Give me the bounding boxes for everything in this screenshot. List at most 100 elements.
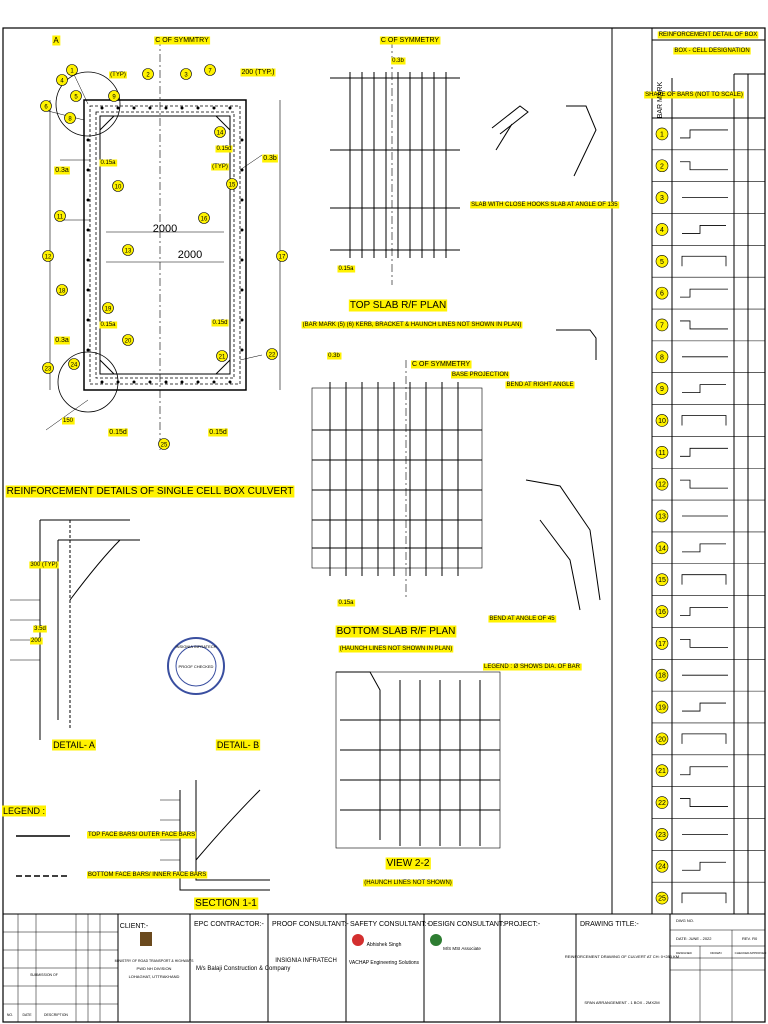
detail-a-dim-35-highlight bbox=[33, 625, 47, 633]
schedule-shape-header: SHAPE OF BARS (NOT TO SCALE) bbox=[645, 92, 743, 98]
bottom-slab-note: (HAUNCH LINES NOT SHOWN IN PLAN) bbox=[340, 646, 453, 652]
top-slab-dim-highlight bbox=[391, 57, 406, 65]
top-slab-dim2: 0.15a bbox=[338, 266, 354, 272]
schedule-row-number: 9 bbox=[660, 386, 664, 393]
bottom-slab-dim2-highlight bbox=[337, 599, 356, 607]
section-1-1-title: SECTION 1-1 bbox=[195, 898, 257, 909]
bar-callout-circle bbox=[64, 112, 76, 124]
dim-015a-2: 0.15a bbox=[100, 322, 116, 328]
schedule-subtitle-highlight bbox=[673, 47, 751, 55]
bottom-slab-title: BOTTOM SLAB R/F PLAN bbox=[337, 626, 456, 637]
design-firm-group: M/S MSI Associate bbox=[443, 946, 481, 951]
top-slab-title-highlight bbox=[348, 299, 448, 312]
schedule-row-marker bbox=[655, 254, 669, 268]
approval-col-header: CHECKED bbox=[735, 951, 751, 955]
base-projection-label-group: BASE PROJECTION bbox=[451, 371, 510, 379]
bar-callout-circle bbox=[266, 348, 278, 360]
dim-015a-1-group: 0.15a bbox=[99, 159, 118, 167]
hook-135-label-group: SLAB AT ANGLE OF 135 bbox=[549, 201, 620, 209]
bar-callout-number: 4 bbox=[60, 79, 64, 85]
schedule-bar-shape bbox=[681, 733, 727, 744]
hook-135-label: SLAB AT ANGLE OF 135 bbox=[550, 202, 618, 208]
schedule-row-number: 8 bbox=[660, 354, 664, 361]
top-slab-plan bbox=[330, 40, 460, 285]
top-slab-dim2-group: 0.15a bbox=[337, 265, 356, 273]
legend-top-face-highlight bbox=[87, 831, 197, 839]
submission-label-group: SUBMISSION OF bbox=[30, 973, 58, 977]
client-div1-group: PWD NH DIVISION bbox=[137, 966, 172, 971]
bend-45-label-group: BEND AT ANGLE OF 45 bbox=[488, 615, 557, 623]
bar-callout-circle bbox=[56, 74, 68, 86]
bar-callout-circle bbox=[108, 90, 120, 102]
legend-bottom-face: BOTTOM FACE BARS/ INNER FACE BARS bbox=[88, 872, 206, 878]
detail-b-title: DETAIL- B bbox=[217, 740, 259, 750]
schedule-bar-shape bbox=[680, 607, 728, 616]
dim-015a-2-highlight bbox=[99, 321, 118, 329]
schedule-bar-shape bbox=[680, 798, 728, 807]
schedule-row-number: 19 bbox=[658, 705, 666, 712]
detail-a-dim-35-group: 3.5d bbox=[33, 625, 47, 633]
drawing-title-label-group: DRAWING TITLE:- bbox=[580, 921, 639, 928]
epc-label-group: EPC CONTRACTOR:- bbox=[194, 921, 265, 928]
detail-a-dim-200-highlight bbox=[29, 637, 43, 645]
view-2-2-title-highlight bbox=[385, 857, 431, 870]
bottom-slab-note-highlight bbox=[338, 645, 454, 653]
rev-label: REV. R0 bbox=[742, 936, 758, 941]
safety-person-group: Abhishek Singh bbox=[367, 942, 402, 948]
bar-callout-number: 23 bbox=[45, 367, 52, 373]
schedule-row-marker bbox=[655, 286, 669, 300]
dim-015d-2: 0.15d bbox=[212, 320, 227, 326]
schedule-row-marker bbox=[655, 223, 669, 236]
schedule-row-number: 4 bbox=[660, 227, 664, 234]
safety-firm-group: VACHAP Engineering Solutions bbox=[349, 960, 420, 966]
hook-details bbox=[491, 105, 597, 177]
schedule-title-highlight bbox=[657, 31, 759, 39]
dim-03a-2-group: 0.3a bbox=[54, 336, 70, 345]
section-title-highlight bbox=[5, 485, 295, 498]
hook-close-label-group: SLAB WITH CLOSE HOOKS bbox=[470, 201, 550, 209]
safety-logo-icon bbox=[352, 934, 364, 946]
schedule-row-marker bbox=[655, 796, 669, 809]
bar-callout-circle bbox=[276, 250, 288, 262]
legend-top-face: TOP FACE BARS/ OUTER FACE BARS bbox=[88, 832, 195, 838]
schedule-row-marker bbox=[655, 668, 669, 682]
schedule-bar-shape bbox=[680, 288, 728, 298]
dim-03a-1: 0.3a bbox=[55, 167, 69, 174]
dim-015-3-highlight bbox=[108, 428, 128, 437]
detail-a-dim-300-group: 300 (TYP) bbox=[29, 561, 59, 569]
schedule-row-marker bbox=[655, 891, 669, 905]
bar-callout-number: 3 bbox=[184, 73, 188, 79]
dim-015-1: 0.15d bbox=[216, 146, 231, 152]
section-title-group: REINFORCEMENT DETAILS OF SINGLE CELL BOX… bbox=[5, 485, 295, 498]
dim-inner-1: 2000 bbox=[153, 223, 177, 235]
schedule-row-number: 11 bbox=[658, 450, 665, 457]
section-title: REINFORCEMENT DETAILS OF SINGLE CELL BOX… bbox=[7, 486, 294, 497]
bar-callout-number: 21 bbox=[219, 355, 226, 361]
top-slab-cl-label-group: C OF SYMMETRY bbox=[379, 36, 441, 45]
hook-close-label: SLAB WITH CLOSE HOOKS bbox=[471, 202, 549, 208]
bar-callout-circle bbox=[112, 180, 124, 192]
schedule-title-group: REINFORCEMENT DETAIL OF BOX bbox=[657, 31, 759, 39]
base-projection-label-highlight bbox=[451, 371, 510, 379]
dim-inner-2-group: 2000 bbox=[178, 249, 202, 261]
detail-a-title-group: DETAIL- A bbox=[52, 739, 96, 751]
legend-bottom-face-group: BOTTOM FACE BARS/ INNER FACE BARS bbox=[87, 871, 208, 879]
bottom-slab-plan bbox=[311, 360, 483, 600]
detail-a-title: DETAIL- A bbox=[53, 740, 95, 750]
schedule-row-number: 1 bbox=[660, 131, 664, 138]
dim-03b-1: 0.3b bbox=[263, 155, 277, 162]
bottom-slab-dim2: 0.15a bbox=[338, 600, 354, 606]
bar-callout-circle bbox=[122, 244, 134, 256]
epc-name-group: M/s Balaji Construction & Company bbox=[196, 966, 290, 972]
span-arrangement: SPAN ARRANGEMENT - 1 BOX - 2MX2M bbox=[584, 1000, 659, 1005]
approval-col-header: APPROVED bbox=[750, 951, 768, 955]
dim-150: 150 bbox=[63, 418, 74, 424]
design-logo-icon bbox=[430, 934, 442, 946]
bar-callout-number: 22 bbox=[269, 353, 276, 359]
project-label: PROJECT:- bbox=[504, 921, 541, 928]
safety-label-group: SAFETY CONSULTANT:- bbox=[350, 921, 430, 928]
schedule-row-marker bbox=[655, 509, 669, 523]
drawing-title-group: REINFORCEMENT DRAWING OF CULVERT AT CH: … bbox=[565, 954, 679, 959]
safety-person: Abhishek Singh bbox=[367, 942, 402, 948]
view-2-2 bbox=[335, 671, 501, 849]
